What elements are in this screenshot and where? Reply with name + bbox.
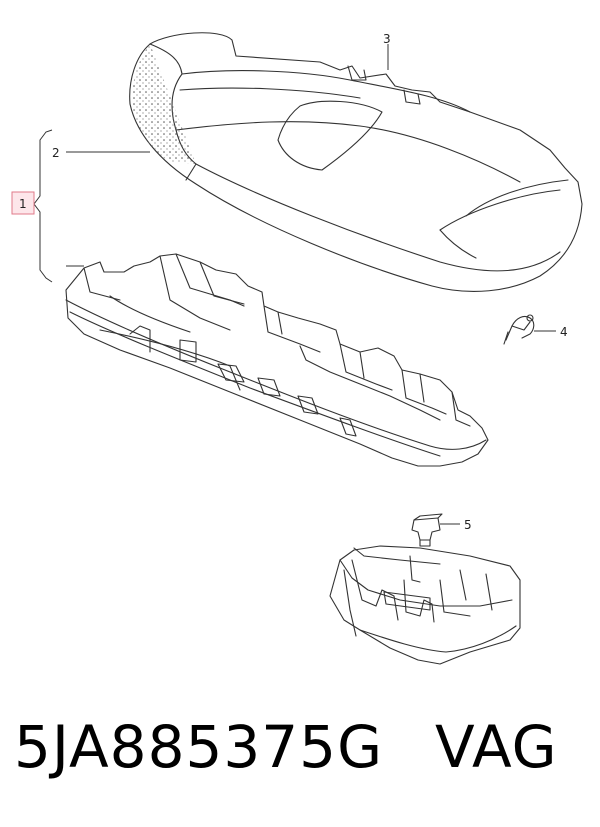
callout-1: 1	[19, 197, 27, 211]
callout-5: 5	[464, 518, 472, 532]
callout-4: 4	[560, 325, 568, 339]
callout-3: 3	[383, 32, 391, 46]
frame-section-illustration	[329, 545, 521, 665]
leader-lines	[33, 44, 556, 525]
callout-2: 2	[52, 146, 60, 160]
hook-illustration	[503, 314, 535, 345]
seat-cushion-illustration	[129, 32, 583, 293]
callout-1-highlight	[11, 191, 35, 215]
parts-diagram: 1 2 3 4 5	[11, 32, 583, 665]
clip-illustration	[411, 513, 443, 547]
seat-frame-illustration	[65, 253, 489, 467]
part-number: 5JA885375G	[14, 713, 384, 781]
brand-name: VAG	[435, 713, 558, 781]
